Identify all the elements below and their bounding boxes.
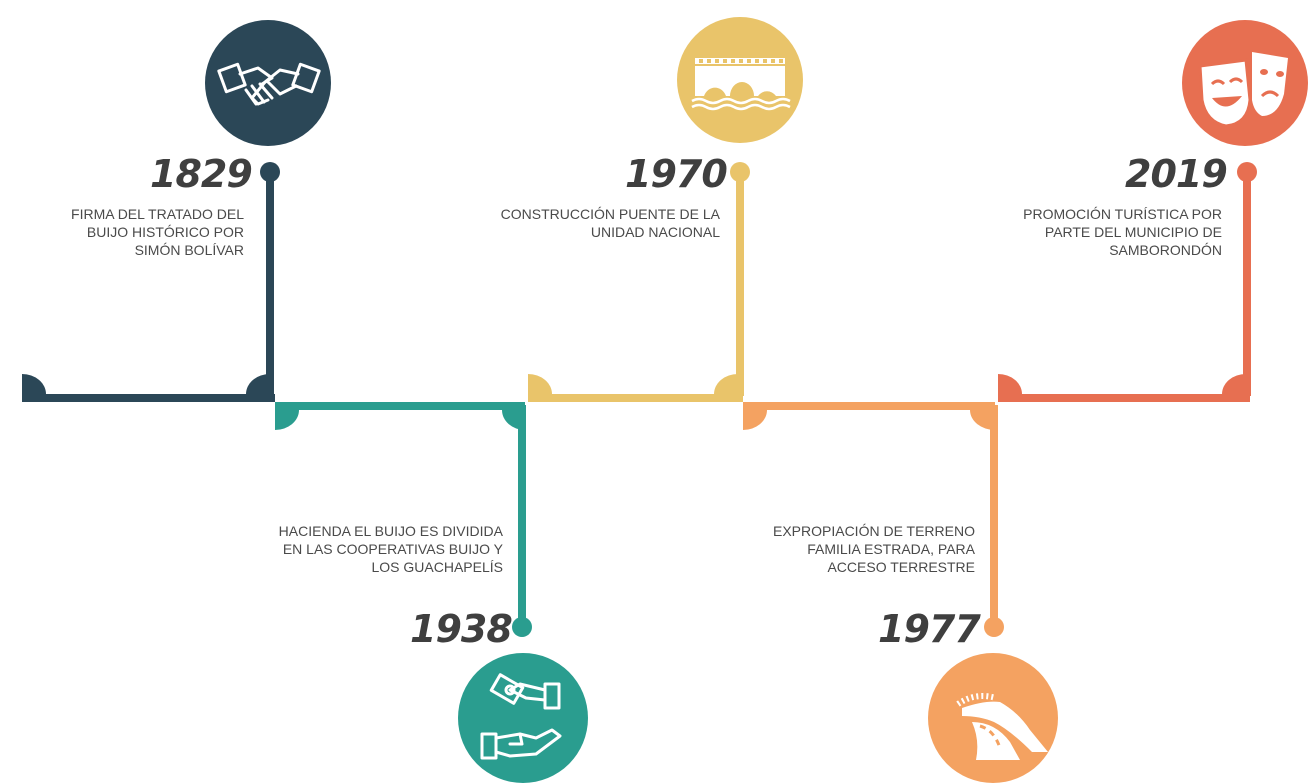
description-line: EXPROPIACIÓN DE TERRENO: [772, 523, 975, 539]
description-line: FAMILIA ESTRADA, PARA: [807, 541, 975, 557]
description-1829: FIRMA DEL TRATADO DEL BUIJO HISTÓRICO PO…: [71, 205, 244, 259]
description-1938: HACIENDA EL BUIJO ES DIVIDIDA EN LAS COO…: [279, 522, 503, 576]
description-2019: PROMOCIÓN TURÍSTICA POR PARTE DEL MUNICI…: [1023, 205, 1222, 259]
segment-1977: [743, 402, 1004, 637]
bridge-icon: [677, 17, 803, 143]
description-line: HACIENDA EL BUIJO ES DIVIDIDA: [278, 523, 503, 539]
segment-2019: [998, 162, 1257, 402]
handshake-icon: [205, 20, 331, 146]
description-line: ACCESO TERRESTRE: [827, 559, 975, 575]
description-line: SIMÓN BOLÍVAR: [134, 242, 244, 258]
description-line: LOS GUACHAPELÍS: [371, 559, 504, 575]
description-line: BUIJO HISTÓRICO POR: [86, 224, 244, 240]
year-1829: 1829: [150, 152, 253, 196]
money-hands-icon: [458, 653, 588, 783]
year-1970: 1970: [625, 152, 728, 196]
theater-masks-icon: [1182, 20, 1308, 146]
description-1970: CONSTRUCCIÓN PUENTE DE LA UNIDAD NACIONA…: [501, 205, 720, 241]
year-1977: 1977: [878, 607, 981, 651]
description-line: FIRMA DEL TRATADO DEL: [71, 206, 244, 222]
description-line: EN LAS COOPERATIVAS BUIJO Y: [282, 541, 503, 557]
road-icon: [928, 653, 1058, 783]
segment-1829: [22, 162, 280, 402]
description-line: UNIDAD NACIONAL: [590, 224, 720, 240]
description-line: PROMOCIÓN TURÍSTICA POR: [1023, 206, 1222, 222]
year-1938: 1938: [410, 607, 513, 651]
description-line: PARTE DEL MUNICIPIO DE: [1044, 224, 1222, 240]
year-2019: 2019: [1125, 152, 1228, 196]
description-1977: EXPROPIACIÓN DE TERRENO FAMILIA ESTRADA,…: [773, 522, 975, 576]
segment-1938: [275, 402, 532, 637]
description-line: CONSTRUCCIÓN PUENTE DE LA: [500, 206, 720, 222]
segment-1970: [528, 162, 750, 402]
description-line: SAMBORONDÓN: [1109, 242, 1222, 258]
